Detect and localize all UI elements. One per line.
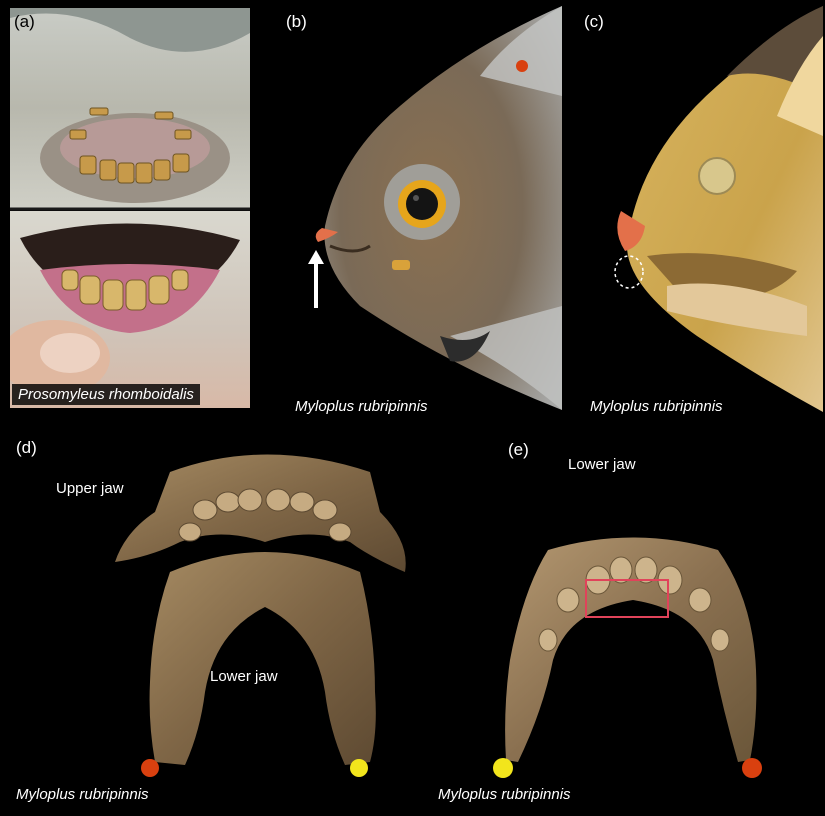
species-label-d: Myloplus rubripinnis <box>16 786 149 803</box>
species-label-b: Myloplus rubripinnis <box>295 398 428 415</box>
panel-letter-c: (c) <box>584 12 604 31</box>
up-arrow-icon <box>308 250 324 308</box>
panel-a: (a) Prosomyleus rhomboidalis <box>10 8 250 408</box>
panel-letter-b: (b) <box>286 12 307 31</box>
species-label-c: Myloplus rubripinnis <box>590 398 723 415</box>
ct-lower-jaw-render <box>493 537 762 778</box>
lower-jaw-label-d: Lower jaw <box>210 668 278 685</box>
dissected-head-photo <box>614 6 823 412</box>
upper-jaw-label-d: Upper jaw <box>56 480 124 497</box>
panel-d: Lower jaw <box>110 432 420 782</box>
panel-letter-d: (d) <box>16 438 37 457</box>
panel-e <box>488 530 778 780</box>
species-label-e: Myloplus rubripinnis <box>438 786 571 803</box>
mouth-photo-pair <box>10 8 250 408</box>
panel-c <box>607 6 823 412</box>
panel-letter-e: (e) <box>508 440 529 459</box>
ct-jaws-render <box>115 454 406 777</box>
species-label-a: Prosomyleus rhomboidalis <box>12 384 200 405</box>
panel-b <box>300 6 565 412</box>
fish-head-photo <box>315 6 562 410</box>
panel-letter-a: (a) <box>14 12 35 31</box>
lower-jaw-label-e: Lower jaw <box>568 456 636 473</box>
